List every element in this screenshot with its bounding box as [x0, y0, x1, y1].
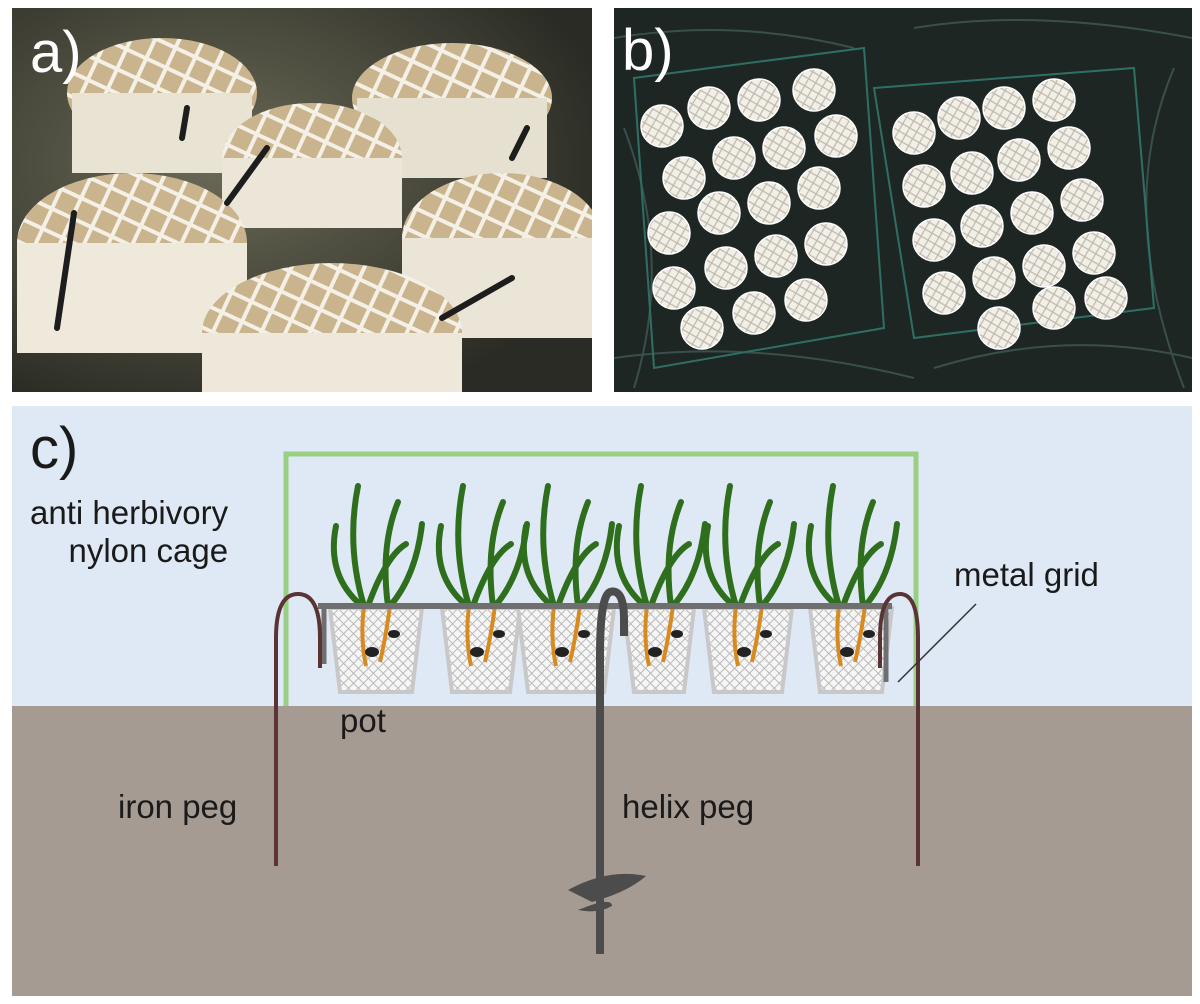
pot-top [950, 151, 994, 195]
pot-top [652, 266, 696, 310]
pot-top [712, 136, 756, 180]
pot-top [784, 278, 828, 322]
pot-top [647, 211, 691, 255]
pot-top [960, 204, 1004, 248]
pot-top [937, 96, 981, 140]
label-cage-line1: anti herbivory [30, 494, 229, 531]
pot-top [640, 104, 684, 148]
netted-pot [202, 263, 462, 392]
pot-top [762, 126, 806, 170]
pot-top [972, 256, 1016, 300]
pot-top [697, 191, 741, 235]
label-cage-line2: nylon cage [68, 531, 229, 569]
metal-grid-leader-line [897, 603, 977, 683]
pot-top [1060, 178, 1104, 222]
seagrass-plant [702, 483, 797, 667]
pot-top [982, 86, 1026, 130]
cable-ties [54, 105, 530, 331]
pot-circles [640, 68, 1128, 350]
pots-on-seabed-photo [614, 8, 1192, 392]
pot-top [732, 291, 776, 335]
panel-label-a: a) [30, 20, 82, 85]
pot-top [754, 234, 798, 278]
pot-top [997, 138, 1041, 182]
seagrass-plant [520, 483, 615, 667]
pot-top [797, 166, 841, 210]
netted-pot [67, 38, 257, 173]
photo-panel-a [12, 8, 592, 392]
pot-top [1010, 191, 1054, 235]
nylon-cage [283, 451, 919, 706]
pot-top [977, 306, 1021, 350]
pot-top [687, 86, 731, 130]
pot-top [1032, 78, 1076, 122]
pot-top [792, 68, 836, 112]
panel-label-c: c) [30, 416, 79, 481]
photo-panel-b [614, 8, 1192, 392]
seagrass-plant [805, 483, 900, 667]
pot-top [912, 218, 956, 262]
metal-grid-legs [321, 606, 889, 682]
label-pot: pot [340, 702, 386, 739]
pot-top [680, 306, 724, 350]
diagram-canvas [12, 406, 1192, 996]
iron-peg-right [878, 591, 920, 866]
pot-top [814, 114, 858, 158]
pot-top [1047, 126, 1091, 170]
pot-top [662, 156, 706, 200]
label-anti-herbivory-cage: anti herbivory nylon cage [30, 494, 228, 570]
setup-diagram [12, 406, 1192, 996]
seagrass-plants [330, 483, 900, 667]
pot-top [704, 246, 748, 290]
seagrass-leaves [614, 19, 1192, 389]
metal-grids [632, 46, 1156, 370]
helix-peg [568, 587, 646, 954]
panel-label-b: b) [622, 18, 674, 83]
pot-top [804, 222, 848, 266]
netted-pots-photo [12, 8, 592, 392]
pot-top [737, 78, 781, 122]
seagrass-plant [613, 483, 708, 667]
pot-top [922, 271, 966, 315]
pot-top [1022, 244, 1066, 288]
pot-top [1084, 276, 1128, 320]
label-metal-grid: metal grid [954, 556, 1099, 593]
pot-top [747, 181, 791, 225]
pot-top [1032, 286, 1076, 330]
pot-top [902, 164, 946, 208]
label-helix-peg: helix peg [622, 788, 755, 825]
seagrass-plant [330, 483, 425, 667]
pot-top [1072, 231, 1116, 275]
label-iron-peg: iron peg [118, 788, 238, 825]
iron-peg-left [274, 591, 322, 866]
pot-top [892, 111, 936, 155]
netted-pot [222, 103, 402, 228]
